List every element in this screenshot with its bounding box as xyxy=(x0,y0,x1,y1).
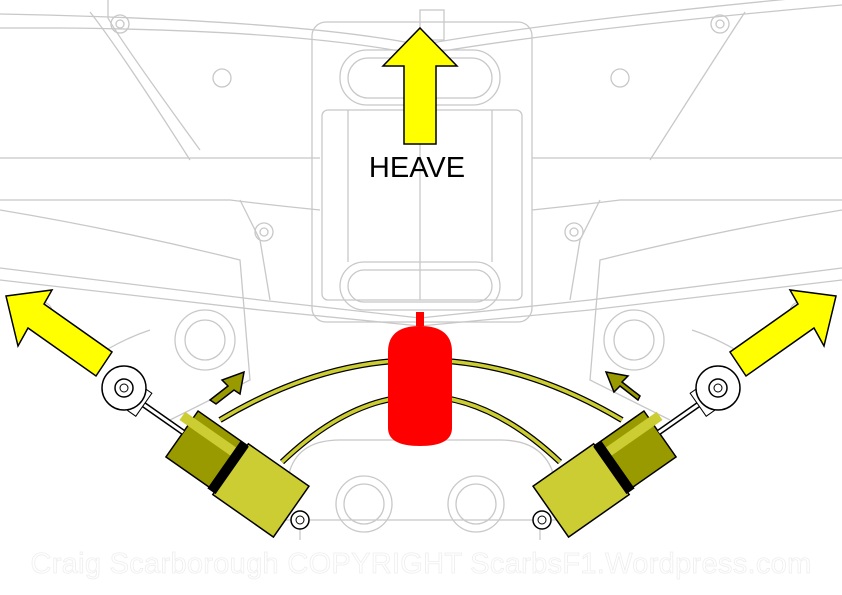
right-lower-bolt xyxy=(532,510,552,530)
left-arrow-icon xyxy=(5,289,114,378)
left-rod-end xyxy=(101,365,147,411)
right-rod-end xyxy=(695,365,741,411)
gas-canister-icon xyxy=(388,312,452,446)
right-damper xyxy=(531,386,716,539)
chassis-structure xyxy=(0,0,842,540)
heave-arrow-icon xyxy=(381,26,459,145)
right-direction-arrow-icon xyxy=(604,371,641,402)
left-lower-bolt xyxy=(290,510,310,530)
left-direction-arrow-icon xyxy=(208,370,245,405)
left-damper xyxy=(126,386,311,539)
copyright-watermark: Craig Scarborough COPYRIGHT ScarbsF1.Wor… xyxy=(30,548,812,581)
right-arrow-icon xyxy=(728,289,837,378)
heave-label: HEAVE xyxy=(368,152,466,184)
